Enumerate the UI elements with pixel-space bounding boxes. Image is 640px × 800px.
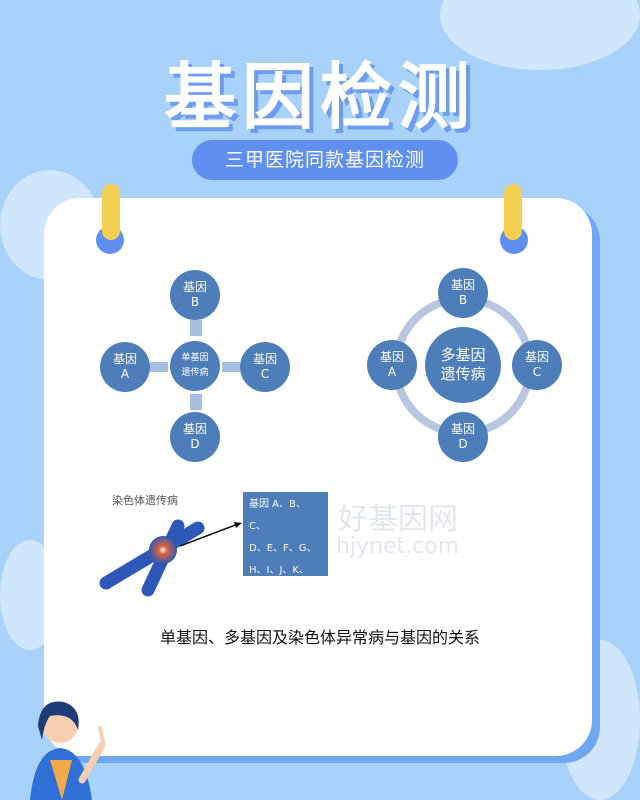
connector-arrow	[179, 522, 242, 547]
watermark-url: hjynet.com	[336, 534, 460, 559]
multi-gene-center: 多基因遗传病	[425, 327, 501, 403]
gene-list-line: 基因 A、B、C、	[249, 499, 306, 532]
watermark-name: 好基因网	[338, 502, 458, 537]
gene-list-line: L、M...	[249, 587, 283, 598]
subtitle-badge: 三甲医院同款基因检测	[192, 140, 458, 180]
gene-list-box: 基因 A、B、C、 D、E、F、G、 H、I、J、K、 L、M...	[243, 492, 328, 598]
doctor-illustration	[30, 701, 106, 800]
page-title: 基因检测	[163, 55, 476, 139]
binder-clip	[504, 184, 522, 240]
arrow-right	[150, 362, 168, 372]
arrow-left	[222, 362, 240, 372]
gene-list-line: D、E、F、G、	[249, 543, 317, 554]
chromosome-label: 染色体遗传病	[112, 494, 178, 507]
binder-clip	[102, 184, 120, 240]
arrow-up	[190, 394, 202, 410]
gene-list-line: H、I、J、K、	[249, 565, 309, 576]
arrow-down	[190, 320, 202, 336]
single-gene-center: 单基因遗传病	[170, 341, 220, 391]
diagram-caption: 单基因、多基因及染色体异常病与基因的关系	[159, 628, 480, 647]
chromosome-image	[99, 519, 205, 597]
